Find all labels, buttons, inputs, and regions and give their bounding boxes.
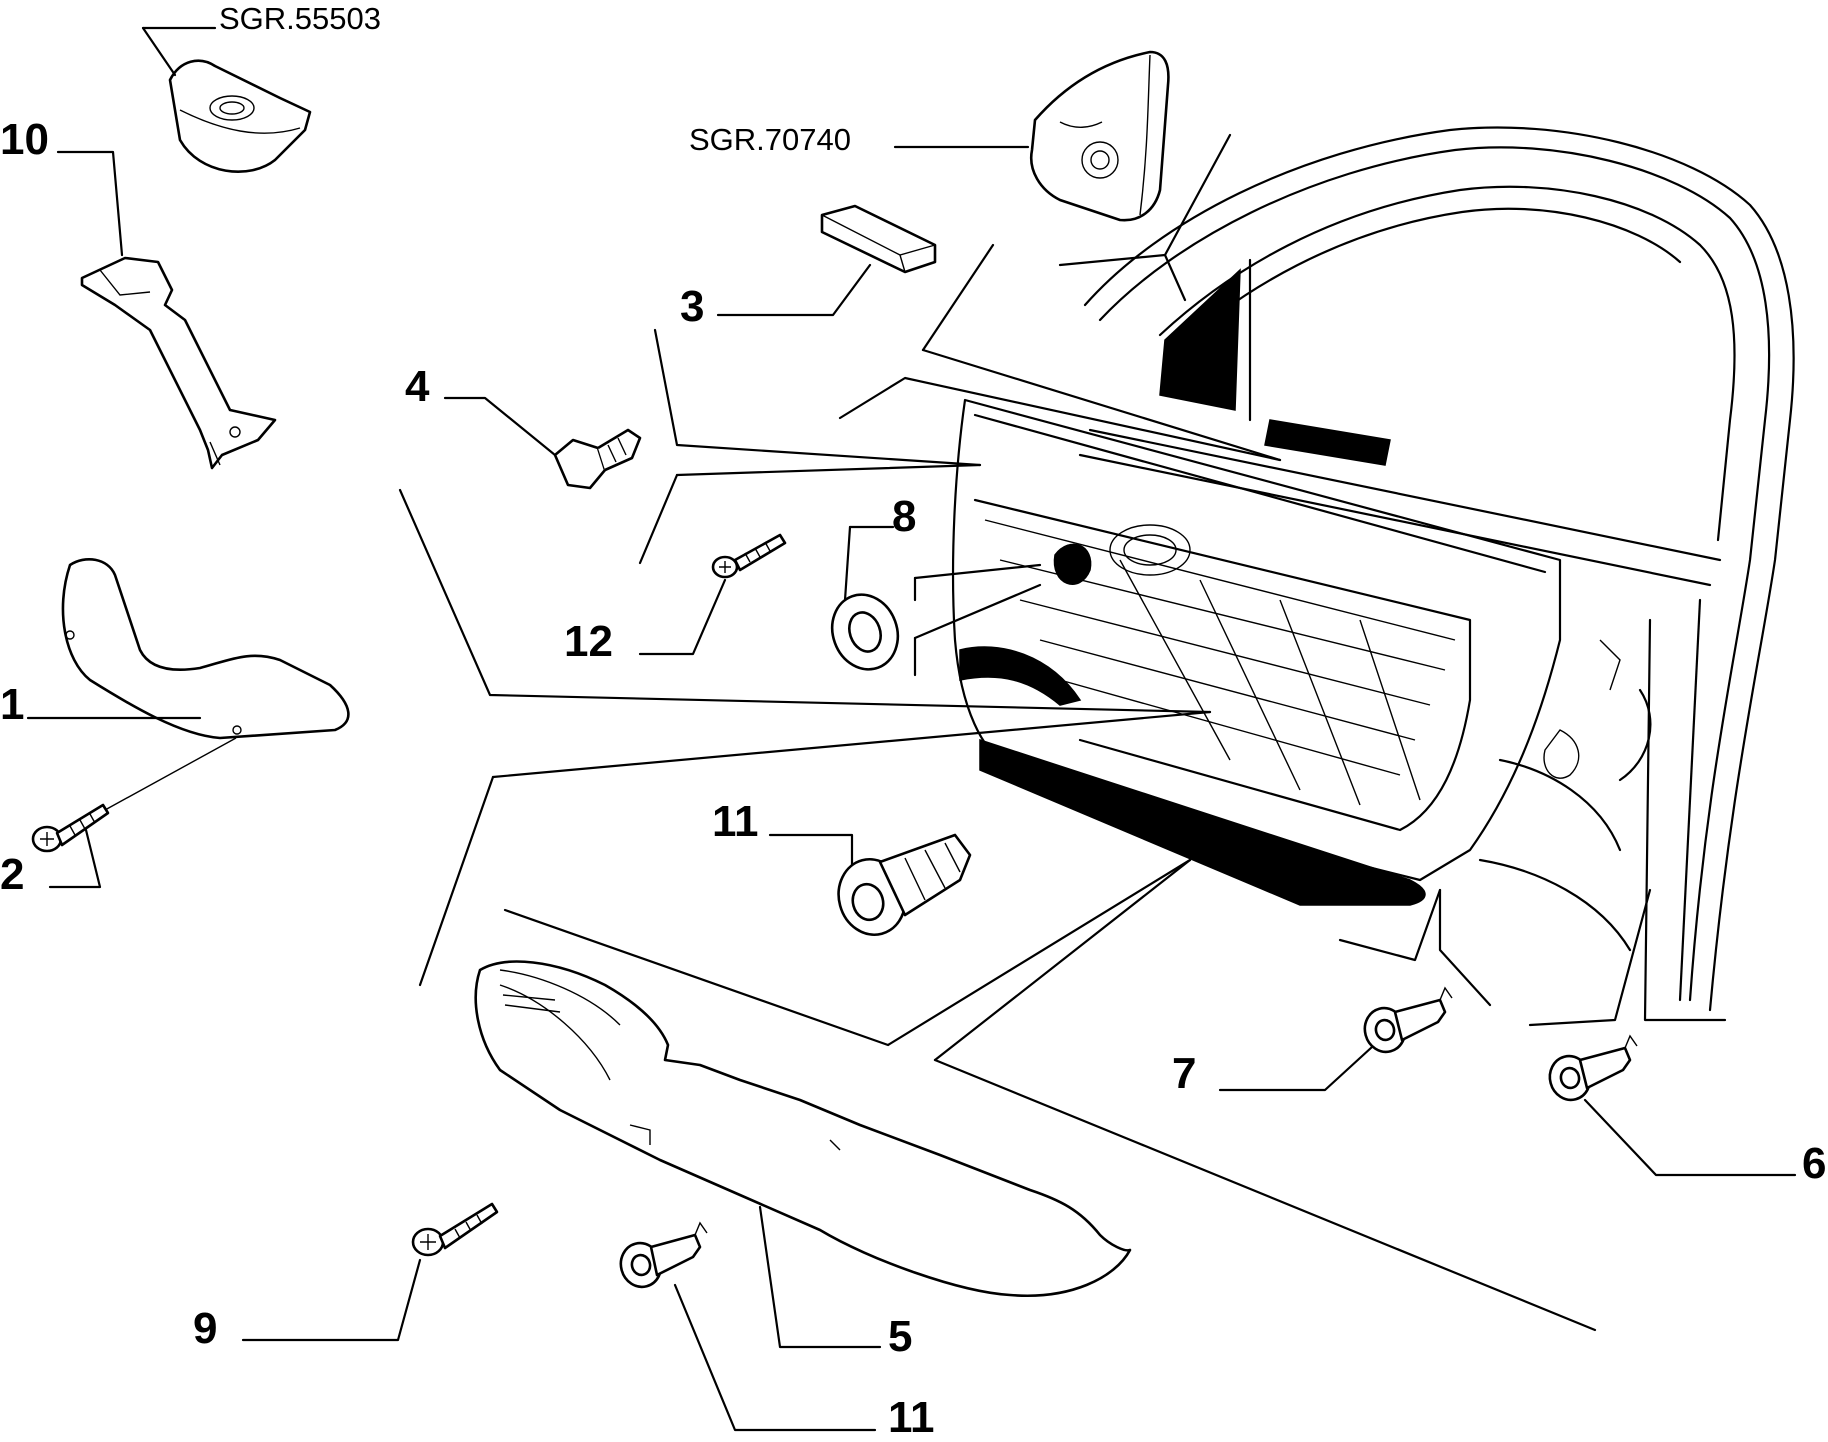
part-9-screw (241, 1202, 499, 1342)
label-part-10: 10 (0, 115, 49, 164)
part-2-screw (31, 737, 237, 889)
part-sgr55503-cap (141, 26, 312, 173)
label-part-12: 12 (564, 617, 613, 666)
label-sgr55503: SGR.55503 (219, 1, 381, 36)
part-6-rivet (1548, 1034, 1797, 1177)
label-part-4: 4 (405, 362, 430, 411)
label-part-5: 5 (888, 1312, 913, 1361)
door-frame (1078, 126, 1795, 1012)
label-part-8: 8 (892, 492, 917, 541)
label-part-9: 9 (193, 1304, 218, 1353)
part-4-clip (443, 396, 642, 490)
label-part-11-bottom: 11 (888, 1393, 935, 1442)
label-part-3: 3 (680, 282, 705, 331)
part-8-grommet (830, 525, 900, 671)
label-part-7: 7 (1172, 1049, 1197, 1098)
part-7-rivet (1218, 986, 1453, 1092)
label-part-11-top: 11 (712, 797, 759, 846)
part-11-rivet-top (768, 833, 972, 936)
label-sgr70740: SGR.70740 (689, 122, 851, 157)
part-sgr70740-cap (893, 50, 1170, 222)
part-10-handle-bracket (56, 150, 277, 470)
label-part-1: 1 (0, 680, 25, 729)
part-1-grab-handle (26, 557, 350, 740)
door-inner-panel (951, 258, 1562, 906)
label-part-2: 2 (0, 850, 25, 899)
part-5-door-pocket (474, 960, 1132, 1349)
part-12-screw (638, 533, 787, 656)
part-11-rivet-bottom (619, 1221, 877, 1432)
leader-lines (398, 133, 1727, 1332)
part-3-pad (716, 204, 937, 317)
label-part-6: 6 (1802, 1139, 1827, 1188)
